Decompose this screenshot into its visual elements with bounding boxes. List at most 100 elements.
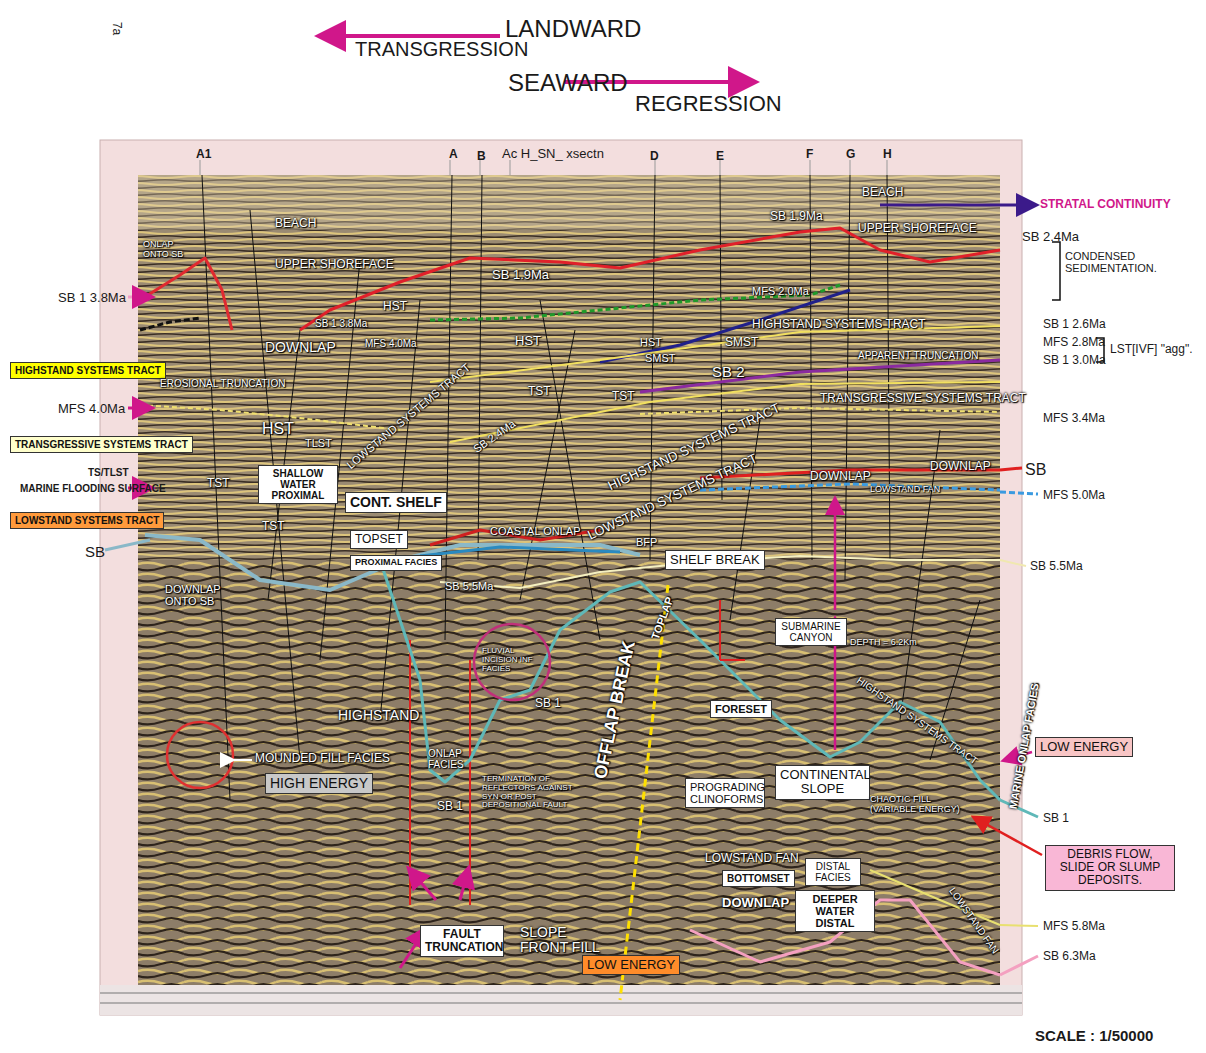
annotation-label: SB 2.4Ma [1022,230,1079,244]
annotation-label: REGRESSION [635,92,782,116]
annotation-label: D [650,150,659,163]
facies-box: DISTAL FACIES [805,858,861,886]
annotation-label: EROSIONAL TRUNCATION [160,378,285,389]
facies-box: HIGH ENERGY [265,773,373,794]
box-text: LOW ENERGY [1040,740,1128,754]
annotation-label: SB [85,544,105,561]
annotation-label: TST [262,520,285,533]
facies-box: PROGRADING CLINOFORMS [685,778,765,808]
box-text: CONTINENTAL SLOPE [780,768,865,797]
annotation-label: SB 2 [712,364,745,381]
box-text: HIGH ENERGY [270,776,368,791]
annotation-label: SMST [725,336,758,349]
annotation-label: SLOPE FRONT FILL [520,925,610,956]
annotation-label: MFS 4.0Ma [58,402,125,416]
annotation-label: SB 1 2.6Ma [1043,318,1106,331]
facies-box: CONT. SHELF [345,492,447,513]
annotation-label: TST [612,390,635,403]
annotation-label: SCALE : 1/50000 [1035,1028,1153,1045]
annotation-label: SB [1025,461,1046,479]
box-text: DEBRIS FLOW, SLIDE OR SLUMP DEPOSITS. [1050,848,1170,888]
annotation-label: SB 1 3.8Ma [315,318,367,329]
facies-box: LOW ENERGY [582,955,680,975]
annotation-label: HST [640,336,662,348]
annotation-label: CHAOTIC FILL (VARIABLE ENERGY) [870,795,960,815]
annotation-label: TRANSGRESSION [355,38,528,60]
annotation-label: STRATAL CONTINUITY [1040,198,1171,211]
facies-box: LOWSTAND SYSTEMS TRACT [10,512,164,529]
annotation-label: 7a [110,22,123,35]
annotation-label: Ac H_SN_ xsectn [502,147,604,161]
annotation-label: MFS 2.0Ma [752,285,809,297]
box-text: TRANSGRESSIVE SYSTEMS TRACT [15,439,188,450]
box-text: PROGRADING CLINOFORMS [690,781,760,805]
box-text: TOPSET [355,533,403,546]
annotation-label: DOWNLAP [930,460,991,473]
annotation-label: MFS 4.0Ma [365,338,417,349]
annotation-label: DOWNLAP [265,340,336,355]
box-text: SUBMARINE CANYON [780,621,842,643]
annotation-label: HIGHSTAND SYSTEMS TRACT [752,318,926,331]
annotation-label: A1 [196,148,211,161]
annotation-label: B [477,150,486,163]
annotation-label: MFS 5.8Ma [1043,920,1105,933]
box-text: FAULT TRUNCATION [425,928,499,954]
annotation-label: F [806,148,813,161]
facies-box: SUBMARINE CANYON [775,618,847,646]
facies-box: FAULT TRUNCATION [420,925,504,957]
annotation-label: APPARENT TRUNCATION [858,350,978,361]
annotation-label: G [846,148,855,161]
annotation-label: HIGHSTAND [338,708,419,723]
annotation-label: COASTAL ONLAP [490,525,580,537]
annotation-label: SEAWARD [508,70,628,96]
annotation-label: LST[IVF] "agg". [1110,343,1193,356]
facies-box: DEBRIS FLOW, SLIDE OR SLUMP DEPOSITS. [1045,845,1175,891]
annotation-label: MFS 5.0Ma [1043,489,1105,502]
annotation-label: SB 6.3Ma [1043,950,1096,963]
box-text: SHALLOW WATER PROXIMAL [263,468,333,501]
annotation-label: SB 1.9Ma [770,210,823,223]
box-text: DEEPER WATER DISTAL [800,893,870,929]
box-text: BOTTOMSET [727,873,790,884]
facies-box: CONTINENTAL SLOPE [775,765,870,800]
annotation-label: CONDENSED SEDIMENTATION. [1065,250,1170,274]
annotation-label: SB 1 3.0Ma [1043,354,1106,367]
annotation-label: TRANSGRESSIVE SYSTEMS TRACT [820,392,1026,405]
annotation-label: E [716,150,724,163]
box-text: LOWSTAND SYSTEMS TRACT [15,515,159,526]
annotation-label: DOWNLAP [810,470,871,483]
box-text: SHELF BREAK [670,553,760,567]
annotation-label: FLUVIAL INCISION INF FACIES [482,647,542,673]
annotation-label: HST [515,334,541,348]
facies-box: DEEPER WATER DISTAL [795,890,875,932]
annotation-label: SB 1 [1043,812,1069,825]
box-text: PROXIMAL FACIES [355,558,437,568]
box-text: LOW ENERGY [587,958,675,972]
annotation-label: LOWSTAND FAN [870,485,940,495]
annotation-label: SB 1 [437,800,463,813]
annotation-label: UPPER SHOREFACE [275,258,394,271]
annotation-label: BEACH [275,217,316,230]
annotation-label: MFS 3.4Ma [1043,412,1105,425]
box-text: DISTAL FACIES [810,861,856,883]
annotation-label: SB 1.9Ma [492,268,549,282]
annotation-label: SMST [645,352,676,364]
annotation-label: H [883,148,892,161]
annotation-label: UPPER SHOREFACE [858,222,977,235]
annotation-label: TST [207,477,230,490]
annotation-label: TERMINATION OF REFLECTORS AGAINST SYN OR… [482,775,577,810]
annotation-label: TST [528,385,551,398]
facies-box: SHELF BREAK [665,550,765,570]
annotation-label: SB 5.5Ma [445,580,493,592]
annotation-label: TLST [305,437,332,449]
box-text: FORESET [715,703,767,715]
annotation-label: ONLAP ONTO SB [143,240,193,260]
annotation-label: SB 1 3.8Ma [58,291,126,305]
annotation-label: MOUNDED FILL FACIES [255,752,390,765]
annotation-label: MFS 2.8Ma [1043,336,1105,349]
annotation-label: DOWNLAP ONTO SB [165,583,225,607]
facies-box: FORESET [710,700,772,718]
facies-box: BOTTOMSET [722,870,795,887]
facies-box: SHALLOW WATER PROXIMAL [258,465,338,504]
annotation-label: MARINE FLOODING SURFACE [20,483,166,494]
